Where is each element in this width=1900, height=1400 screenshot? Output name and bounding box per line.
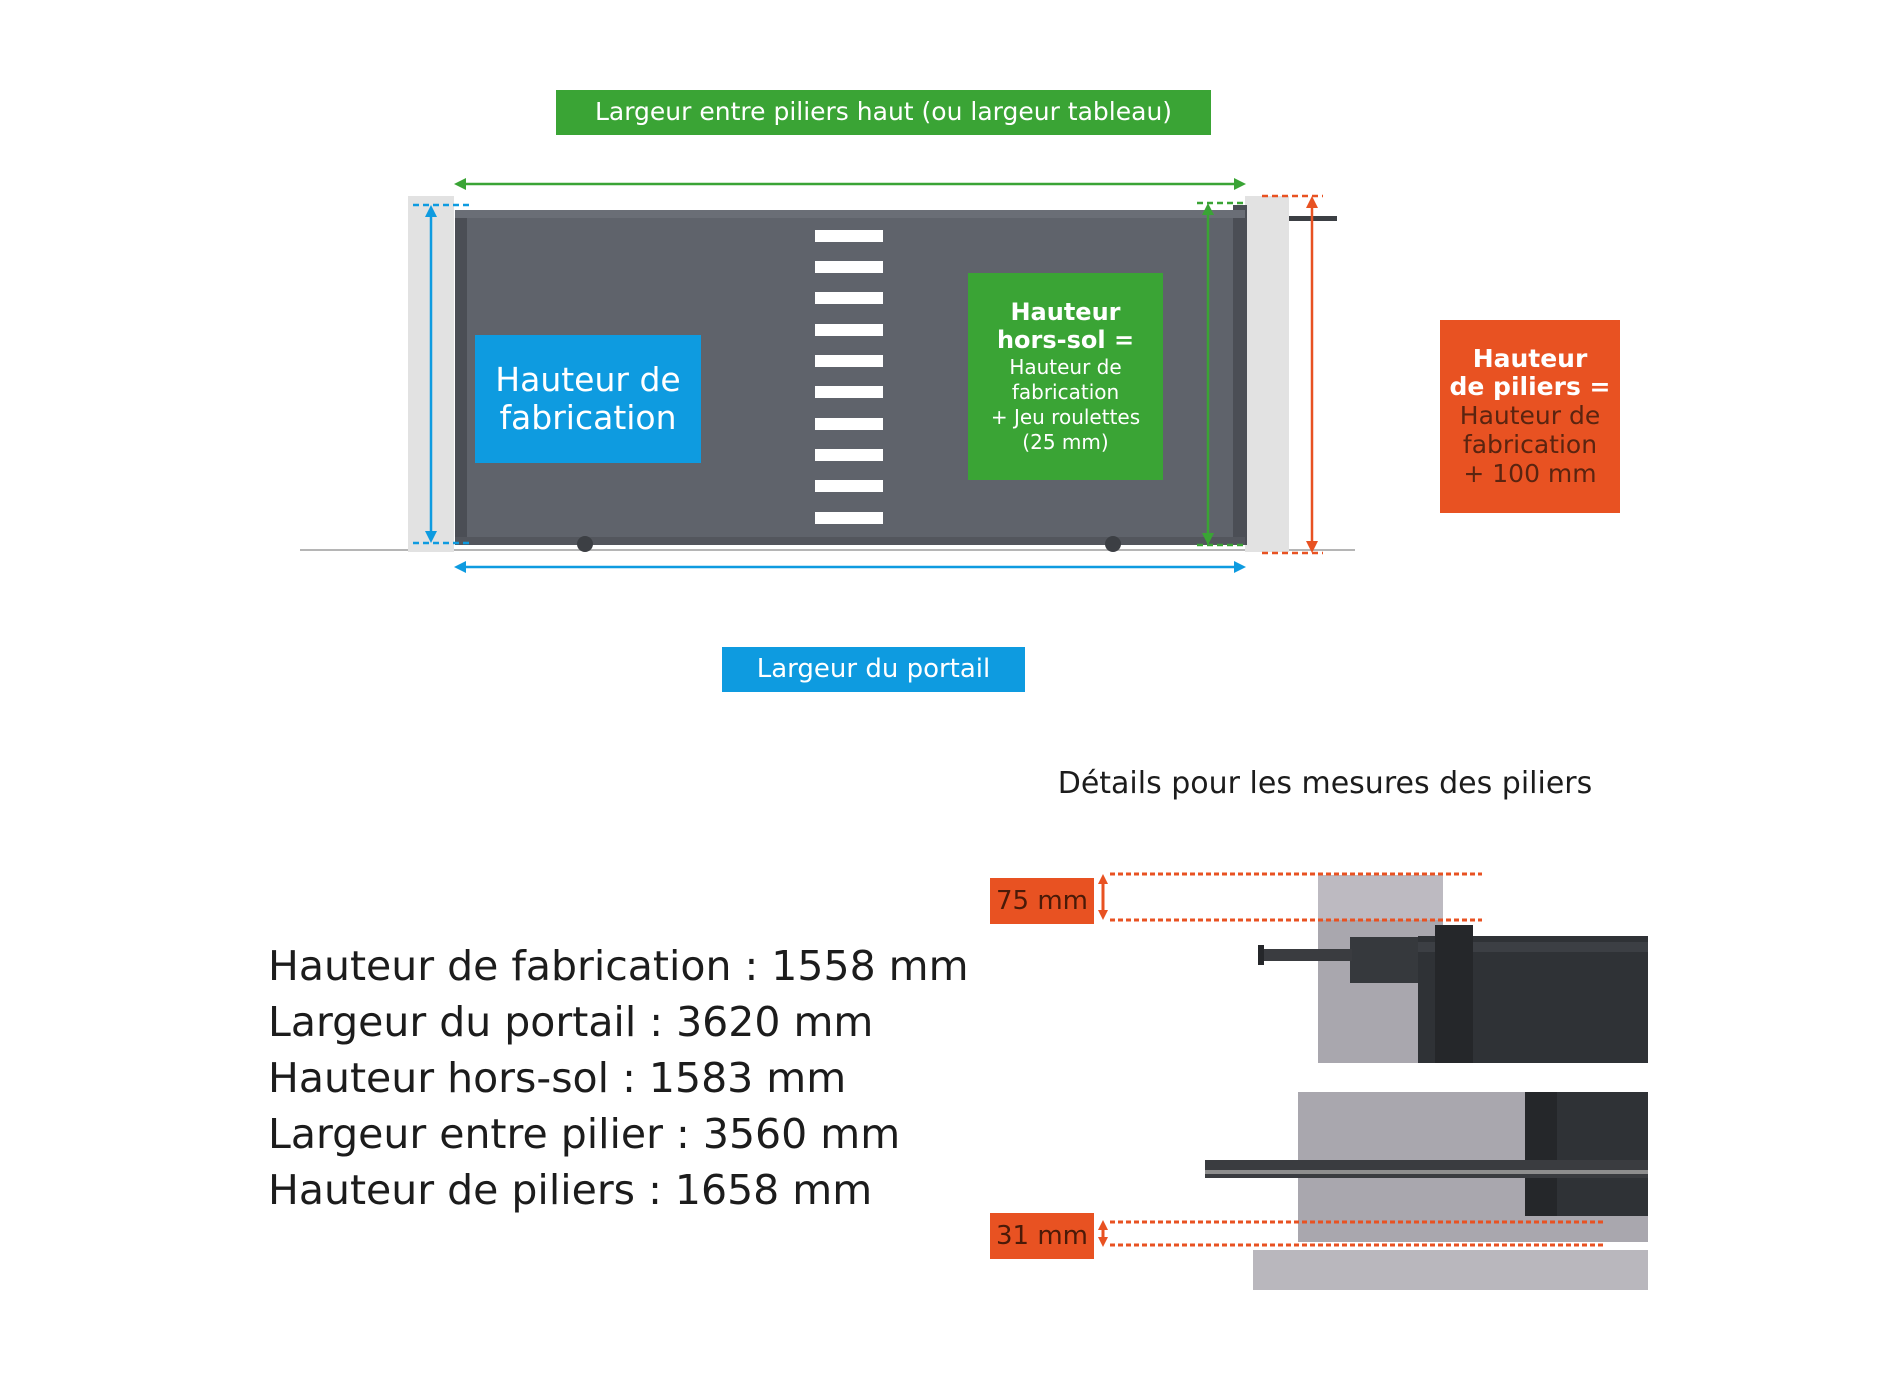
gate-slats — [815, 230, 883, 524]
measurement-hors-sol: Hauteur hors-sol : 1583 mm — [268, 1054, 847, 1102]
top-width-text: Largeur entre piliers haut (ou largeur t… — [594, 97, 1173, 127]
fabrication-height-label: Hauteur de fabrication — [475, 335, 701, 463]
wheel-right — [1105, 536, 1121, 552]
pillar-title: Hauteur — [1472, 343, 1588, 373]
top-width-label: Largeur entre piliers haut (ou largeur t… — [556, 90, 1211, 135]
measurement-gate-width: Largeur du portail : 3620 mm — [268, 998, 874, 1046]
pillar-line: + 100 mm — [1463, 458, 1597, 488]
pillar-line: Hauteur de — [1459, 401, 1601, 431]
pillar-height-arrow — [1262, 194, 1323, 555]
detail-top-view — [1258, 875, 1648, 1063]
gate-top-rail — [455, 210, 1245, 218]
hors-sol-label: Hauteur hors-sol = Hauteur de fabricatio… — [968, 273, 1163, 480]
hors-sol-line: Hauteur de — [1009, 355, 1122, 380]
gate-frame-right — [1233, 205, 1247, 545]
measurement-fabrication: Hauteur de fabrication : 1558 mm — [268, 942, 969, 990]
fabrication-line: Hauteur de — [495, 360, 681, 400]
measurement-list: Hauteur de fabrication : 1558 mm Largeur… — [268, 938, 969, 1218]
hors-sol-line: fabrication — [1011, 380, 1120, 405]
bottom-gap-tag: 31 mm — [990, 1213, 1094, 1259]
details-title: Détails pour les mesures des piliers — [1057, 766, 1593, 801]
measurement-pillar-height: Hauteur de piliers : 1658 mm — [268, 1166, 873, 1214]
detail-bottom-view — [1205, 1092, 1648, 1290]
pillar-title: de piliers = — [1449, 372, 1611, 402]
hors-sol-height-arrow — [1197, 201, 1245, 547]
fabrication-line: fabrication — [499, 398, 677, 437]
pillar-line: fabrication — [1462, 429, 1598, 459]
gate-width-text: Largeur du portail — [756, 653, 991, 684]
right-pillar — [1245, 196, 1289, 552]
gate-width-arrow — [454, 561, 1246, 573]
hors-sol-title: hors-sol = — [996, 325, 1135, 354]
gate-frame-left — [455, 210, 467, 545]
pillar-height-label: Hauteur de piliers = Hauteur de fabricat… — [1440, 320, 1620, 513]
gate-width-label: Largeur du portail — [722, 647, 1025, 692]
hors-sol-line: (25 mm) — [1022, 430, 1109, 455]
top-gap-tag: 75 mm — [990, 878, 1094, 924]
fabrication-height-arrow — [413, 203, 472, 545]
measurement-pillar-width: Largeur entre pilier : 3560 mm — [268, 1110, 901, 1158]
hors-sol-line: + Jeu roulettes — [990, 405, 1141, 430]
bottom-gap-guide — [1098, 1220, 1605, 1247]
gate-bottom-rail — [455, 537, 1245, 545]
hors-sol-title: Hauteur — [1010, 297, 1121, 326]
top-gap-guide — [1098, 872, 1482, 922]
wheel-left — [577, 536, 593, 552]
top-width-arrow — [454, 178, 1246, 190]
